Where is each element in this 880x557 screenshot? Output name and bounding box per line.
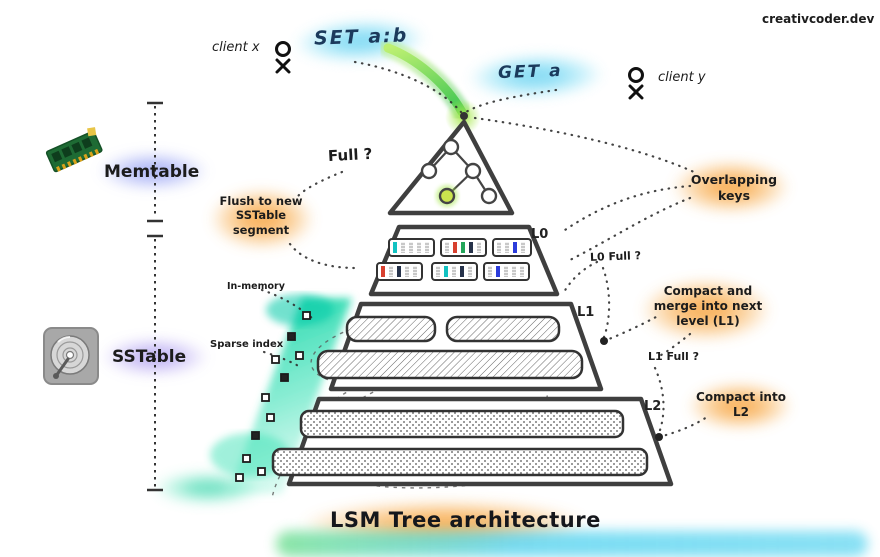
hdd-icon <box>43 327 99 385</box>
memory-disk-divider <box>147 101 163 492</box>
get-dotted-connector <box>464 88 558 114</box>
sparse-index-square <box>287 332 296 341</box>
l2-label: L2 <box>644 399 661 414</box>
sparse-index-square <box>261 393 270 402</box>
client-x-label: client x <box>212 40 260 55</box>
l2-run <box>271 447 649 477</box>
l0-label: L0 <box>531 227 548 242</box>
flush-to-l0-connector <box>288 242 358 270</box>
page-title: LSM Tree architecture <box>330 508 601 532</box>
sparse-index-square <box>271 355 280 364</box>
tree-node <box>464 162 482 180</box>
sstable-highlight-blob <box>98 336 212 378</box>
level-l2: L2 <box>271 396 674 487</box>
tree-node <box>420 162 438 180</box>
get-command-text: GET a <box>497 60 563 84</box>
flush-highlight-blob <box>206 186 318 252</box>
l1-full-label: L1 Full ? <box>648 350 700 363</box>
memtable-highlight-blob <box>94 150 212 192</box>
l0full-to-l0-corner <box>562 260 599 294</box>
sstable-label: SSTable <box>112 347 187 367</box>
l1full-to-dot <box>653 366 665 435</box>
dashed-connectors <box>260 60 709 439</box>
overlapping-to-l0-row1 <box>560 184 692 234</box>
l1-bracket-dot <box>600 337 608 345</box>
l0-segment-bars <box>381 242 525 277</box>
ram-icon <box>45 127 103 173</box>
tree-node <box>480 187 498 205</box>
compact-merge-highlight-blob <box>636 276 776 344</box>
sparse-index-square <box>295 351 304 360</box>
compact-to-l1full <box>656 332 692 359</box>
sparse-index-connector <box>262 350 304 370</box>
sparse-index-square <box>257 467 266 476</box>
set-command-text: SET a:b <box>313 24 409 50</box>
in-memory-label: In-memory <box>227 281 285 292</box>
sparse-index-square <box>266 413 275 422</box>
l0-full-label: L0 Full ? <box>589 249 642 264</box>
client-x-icon <box>275 41 291 74</box>
l1-run <box>445 315 561 343</box>
compact-l2-highlight-blob <box>684 380 796 432</box>
level-l1: L1 <box>316 301 608 392</box>
dot-to-compact-l2 <box>657 415 709 439</box>
sparse-index-label: Sparse index <box>210 339 284 350</box>
apex-dot <box>460 112 468 120</box>
l1-run-wide <box>316 349 584 380</box>
sparse-index-square <box>242 454 251 463</box>
client-y-icon <box>628 67 644 100</box>
level-l0: L0 <box>368 224 560 297</box>
tree-node-highlighted <box>438 187 456 205</box>
compact-merge-label: Compact and merge into next level (L1) <box>653 284 763 328</box>
bottom-brush-streak <box>276 531 868 557</box>
tree-node <box>442 138 460 156</box>
sparse-index-square <box>235 473 244 482</box>
sparse-index-square <box>251 431 260 440</box>
l2-bracket-dot <box>655 433 663 441</box>
l1-label: L1 <box>577 305 594 320</box>
full-question-label: Full ? <box>327 144 373 166</box>
memtable-label: Memtable <box>104 162 200 182</box>
l2-run <box>299 409 625 439</box>
sparse-index-squares <box>235 311 311 482</box>
brand-text: creativcoder.dev <box>762 12 875 26</box>
memtable-triangle <box>387 112 515 216</box>
full-to-flush-connector <box>296 170 344 198</box>
sparse-index-band <box>210 294 352 494</box>
l0full-to-dot <box>601 266 611 339</box>
sparse-index-square <box>280 373 289 382</box>
inmemory-connector <box>260 288 314 320</box>
client-y-label: client y <box>658 70 706 85</box>
l1-run <box>345 315 437 343</box>
compact-l2-label: Compact into L2 <box>696 390 786 419</box>
flush-label: Flush to new SSTable segment <box>219 194 303 237</box>
set-dotted-connector <box>353 60 463 114</box>
apex-to-overlapping-connector <box>473 116 696 174</box>
dot-to-compact-merge <box>602 315 658 343</box>
overlapping-keys-label: Overlapping keys <box>690 172 778 203</box>
overlapping-to-l0-row2 <box>564 196 692 264</box>
sparse-index-square <box>302 311 311 320</box>
